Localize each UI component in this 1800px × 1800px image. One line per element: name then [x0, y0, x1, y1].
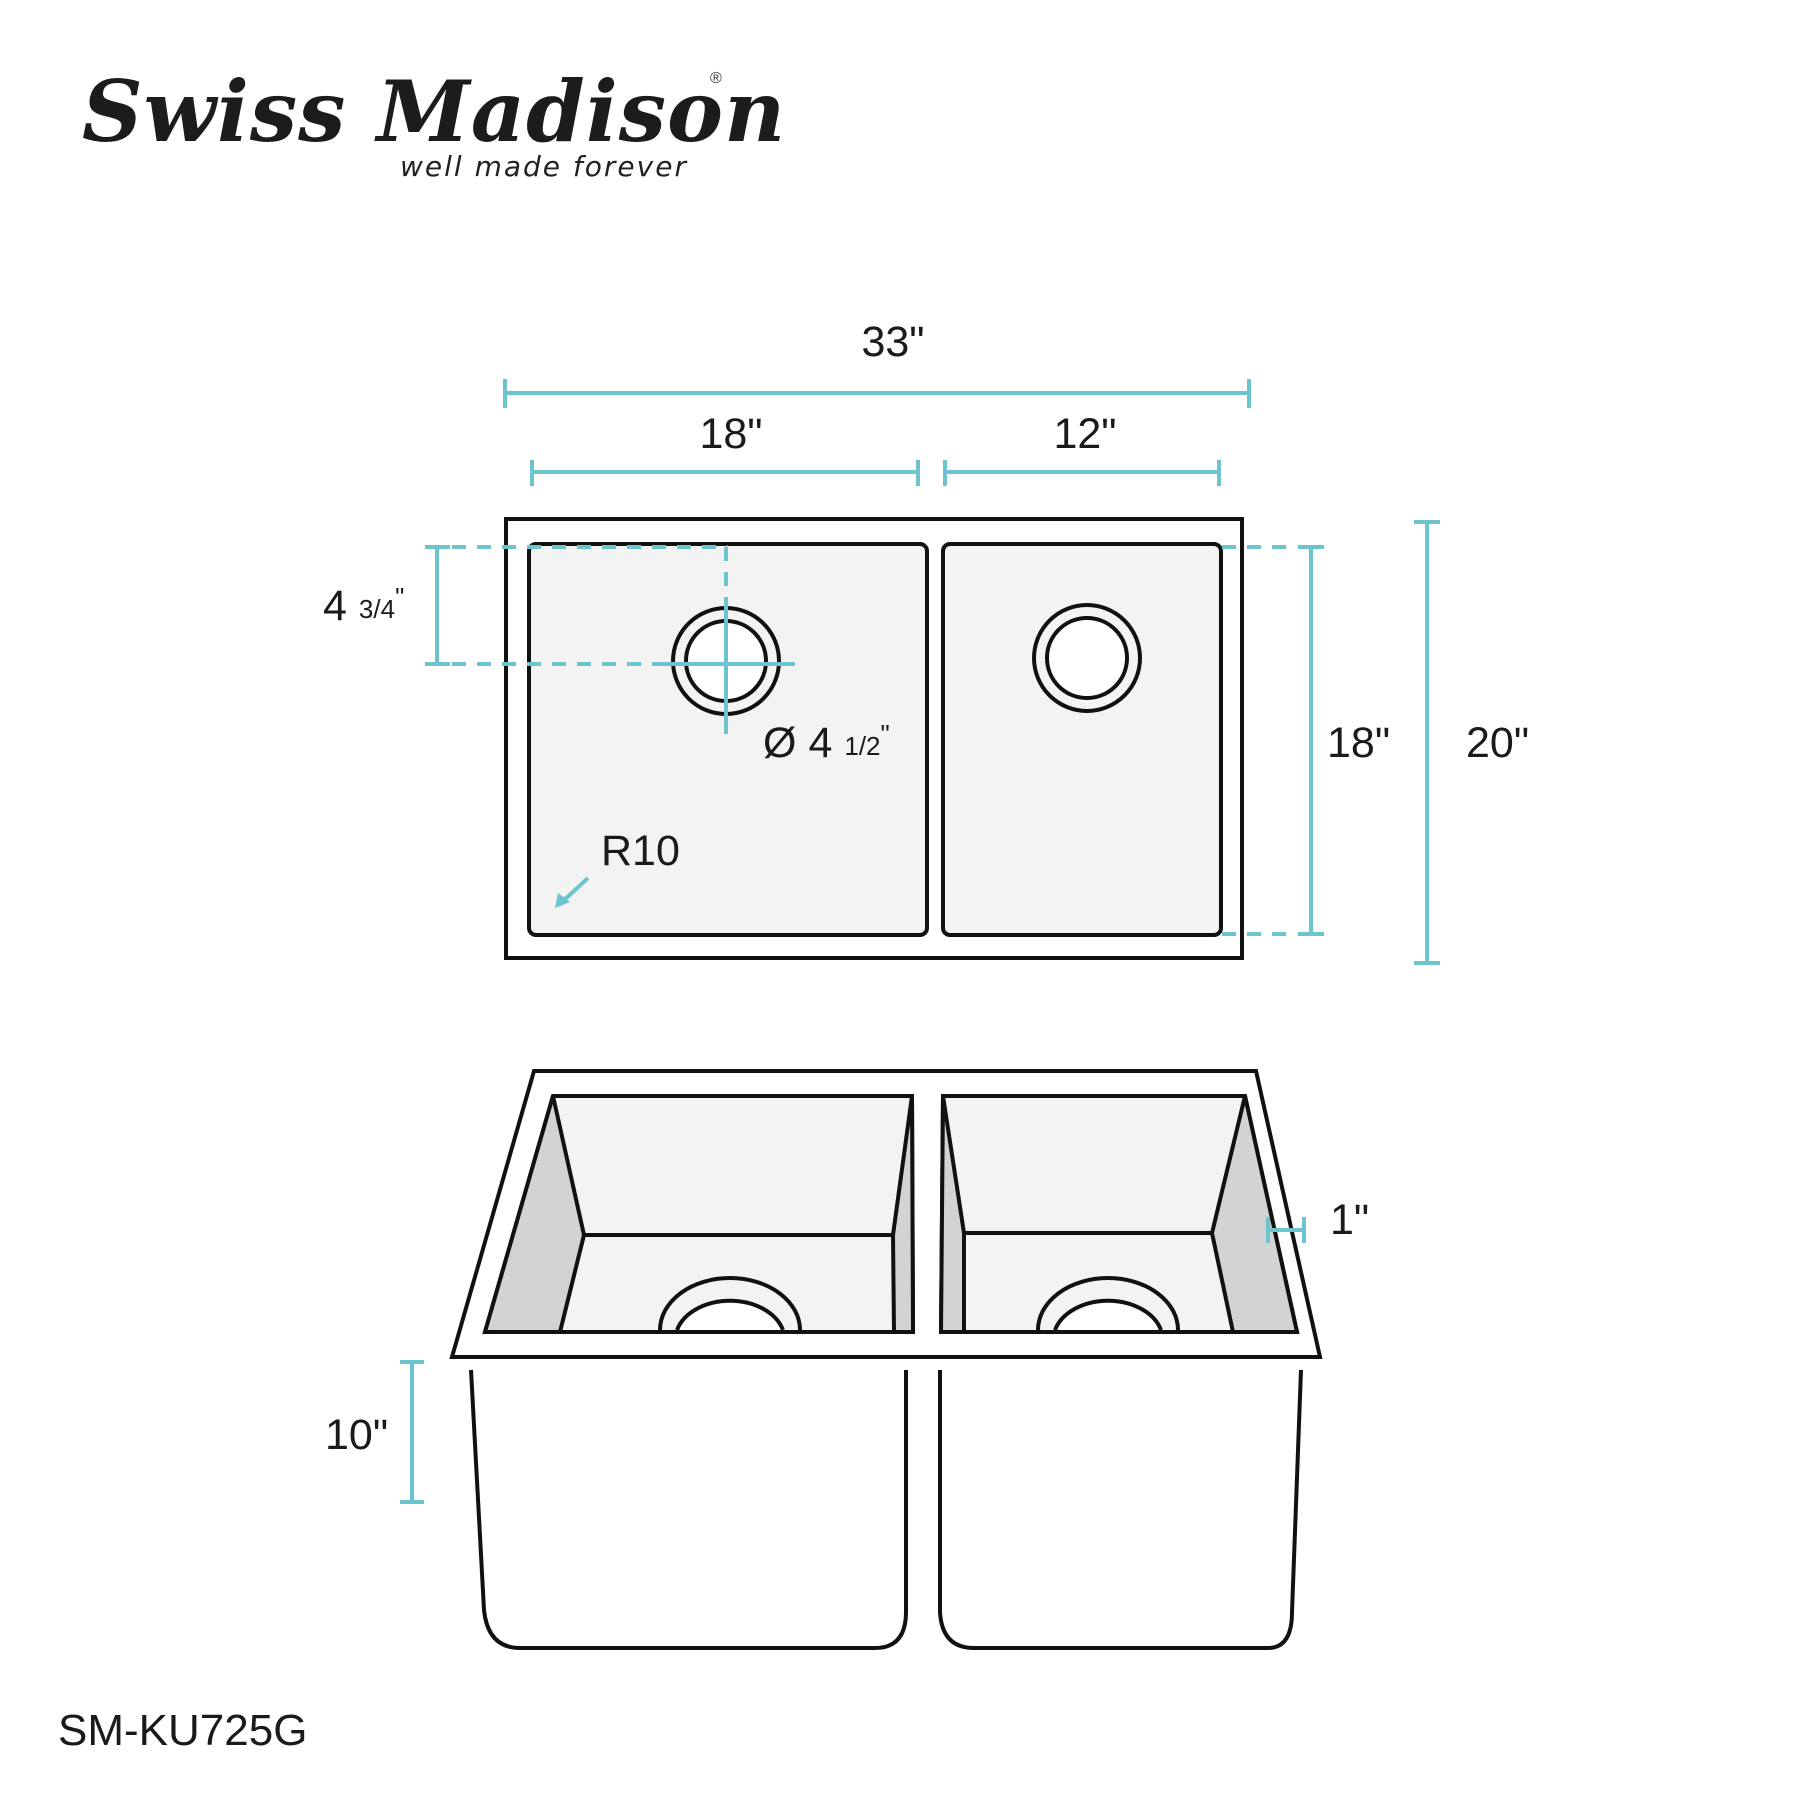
drain-offset-unit: "	[395, 582, 404, 612]
left-basin	[527, 542, 929, 937]
top-dimension-lines	[425, 379, 1440, 965]
drain-diameter-unit: "	[881, 719, 890, 749]
left-basin-right-wall	[890, 1095, 916, 1334]
brand-logo: Swiss Madison ® well made forever	[82, 62, 785, 192]
left-perspective-drain-icon	[658, 1276, 802, 1331]
registered-mark: ®	[710, 70, 722, 87]
right-bowl-body	[938, 1369, 1303, 1650]
drain-diameter-fraction: 1/2	[844, 731, 880, 761]
perspective-dimension-lines	[400, 1217, 1306, 1504]
right-basin	[941, 542, 1223, 937]
bowl-depth-10-label: 10"	[325, 1411, 388, 1459]
perspective-view: 1" 10"	[325, 1069, 1369, 1650]
model-number: SM-KU725G	[58, 1706, 308, 1755]
brand-tagline: well made forever	[400, 150, 688, 183]
drain-diameter-whole: 4	[808, 719, 832, 767]
right-basin-left-wall	[938, 1095, 966, 1334]
left-bowl-width-label: 18"	[699, 410, 762, 458]
left-bowl-body	[469, 1369, 908, 1650]
right-basin-side-wall	[1209, 1095, 1300, 1334]
drain-offset-whole: 4	[323, 582, 347, 630]
drain-offset-fraction: 3/4	[359, 594, 395, 624]
overall-width-label: 33"	[861, 318, 924, 366]
radius-arrow-icon	[555, 893, 570, 908]
drain-offset-label: 4 3/4"	[323, 582, 404, 630]
corner-radius-label: R10	[601, 827, 680, 875]
rim-width-label: 1"	[1330, 1196, 1369, 1244]
right-drain-icon	[1032, 603, 1142, 713]
overall-depth-label: 20"	[1466, 719, 1529, 767]
brand-name: Swiss Madison	[82, 62, 787, 161]
bowl-depth-label: 18"	[1327, 719, 1390, 767]
right-bowl-width-label: 12"	[1053, 410, 1116, 458]
diameter-symbol: Ø	[763, 719, 796, 767]
left-basin-side-wall	[482, 1095, 587, 1334]
right-perspective-drain-icon	[1036, 1276, 1180, 1331]
